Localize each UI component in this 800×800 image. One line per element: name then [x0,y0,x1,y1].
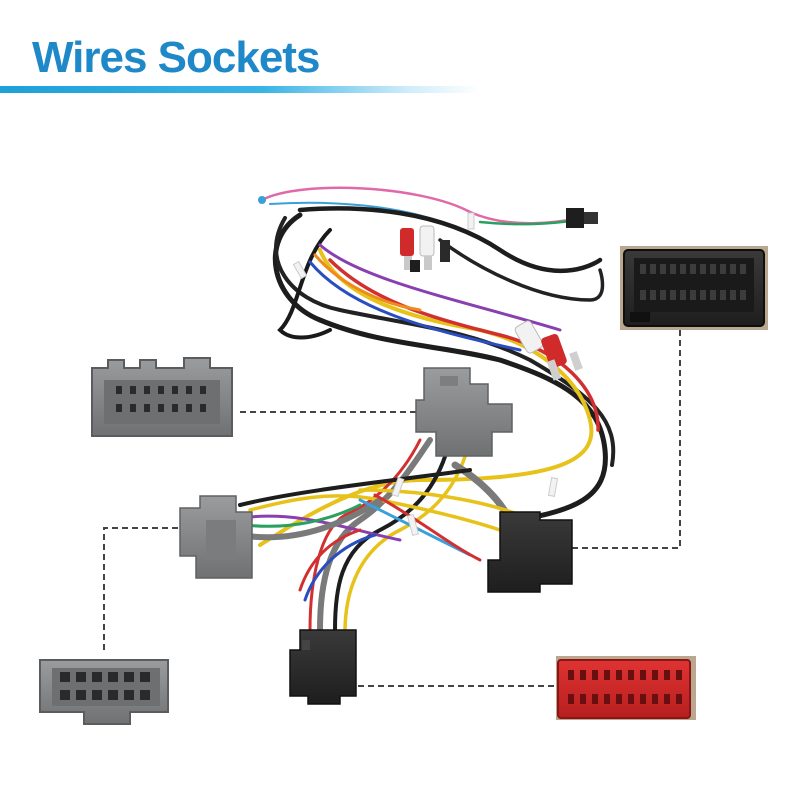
rca-plugs [400,225,583,381]
leader-grey12 [103,527,178,650]
top-plugs [258,196,598,381]
header: Wires Sockets [0,0,800,110]
closeup-red-22-pin [556,656,696,720]
closeup-black-26-pin [620,246,768,330]
harness-connector-black-small [289,629,357,705]
harness-connector-grey-large [415,367,513,457]
harness-connector-black-large [487,511,573,593]
wire-bundle [237,186,616,634]
leader-lines [103,330,681,687]
page-title: Wires Sockets [32,33,320,82]
closeup-grey-16-pin [91,357,233,437]
harness-connector-grey-small [179,495,253,579]
leader-black26 [560,330,681,549]
closeup-grey-12-pin [39,659,169,725]
title-underline [0,86,480,93]
